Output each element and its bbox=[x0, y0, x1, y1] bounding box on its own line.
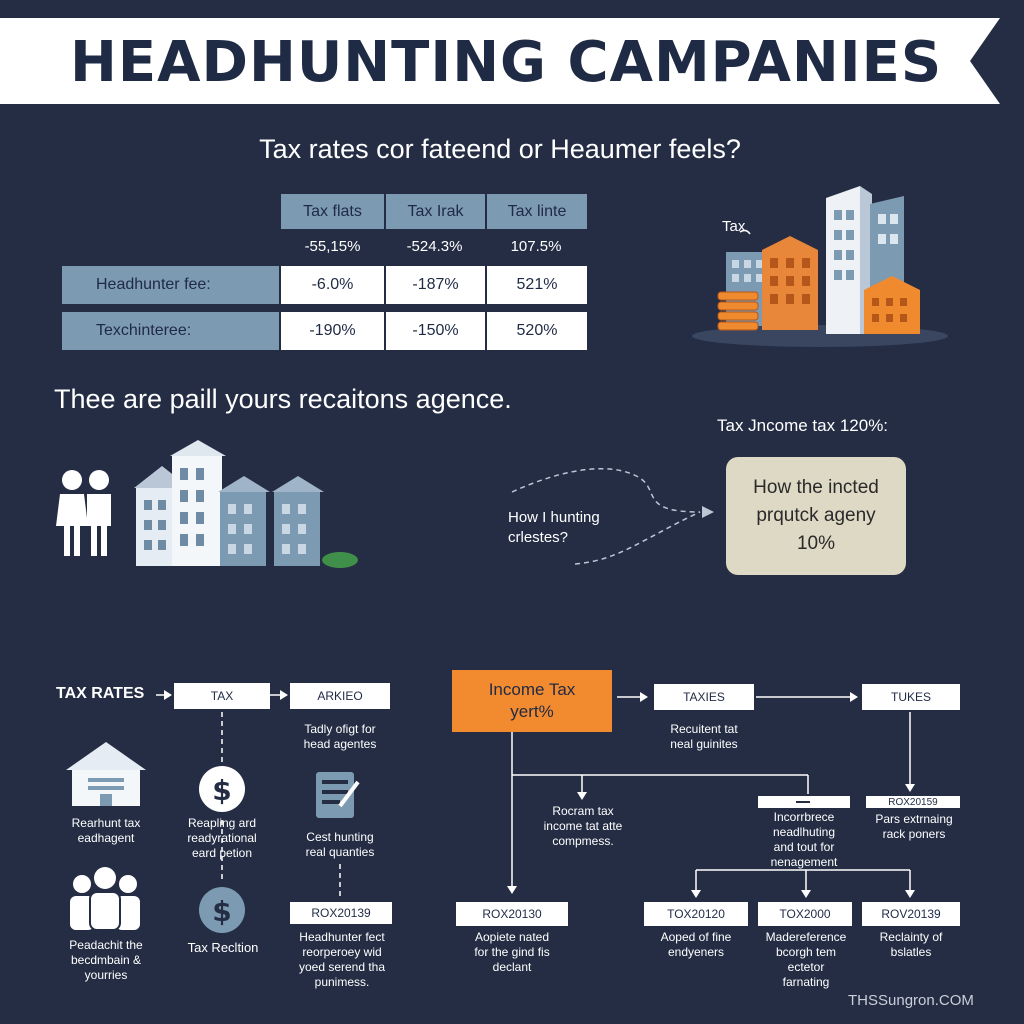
table-top-value-1: -55,15% bbox=[304, 237, 361, 255]
caption-line: Peadachit the bbox=[69, 938, 143, 952]
caption-line: for the gind fis bbox=[474, 945, 550, 959]
income-tax-note: Tax Jncome tax 120%: bbox=[717, 416, 889, 435]
hunting-question-line: crlestes? bbox=[508, 529, 569, 546]
box-tax: TAX bbox=[174, 683, 270, 709]
caption-line: Incorrbrece bbox=[773, 810, 835, 824]
income-tax-line: yert% bbox=[510, 702, 554, 721]
caption-clipboard: Cest hunting real quanties bbox=[282, 830, 398, 860]
box-tox-2: TOX2000 bbox=[758, 902, 852, 926]
callout-line: How the incted bbox=[753, 477, 879, 498]
caption-line: reorperoey wid bbox=[302, 945, 382, 959]
caption-line: head agentes bbox=[303, 737, 377, 751]
hunting-question: How I hunting crlestes? bbox=[508, 508, 638, 548]
caption-line: Rearhunt tax bbox=[71, 816, 141, 830]
caption-line: rack poners bbox=[882, 827, 946, 841]
table-row-label-texchinteree: Texchinteree: bbox=[62, 312, 279, 350]
caption-line: Cest hunting bbox=[306, 830, 374, 844]
subtitle: Tax rates cor fateend or Heaumer feels? bbox=[259, 134, 741, 164]
box-arkieo: ARKIEO bbox=[290, 683, 390, 709]
tax-reaction-label: Tax Recltion bbox=[187, 940, 259, 955]
caption-line: compmess. bbox=[552, 834, 614, 848]
caption-line: becdmbain & bbox=[70, 953, 142, 967]
caption-line: Reclainty of bbox=[879, 930, 943, 944]
caption-tox-1: Aoped of fine endyeners bbox=[640, 930, 752, 960]
table-cell: -190% bbox=[281, 312, 384, 350]
box-rox-small: ROX20159 bbox=[866, 796, 960, 808]
table-cell: 520% bbox=[487, 312, 587, 350]
caption-line: and tout for bbox=[773, 840, 835, 854]
caption-line: real quanties bbox=[305, 845, 375, 859]
city-label: Tax bbox=[722, 218, 746, 235]
caption-line: bcorgh tem bbox=[775, 945, 837, 959]
box-tukes: TUKES bbox=[862, 684, 960, 710]
caption-line: eadhagent bbox=[77, 831, 135, 845]
caption-line: neadlhuting bbox=[772, 825, 836, 839]
caption-line: eard petion bbox=[191, 846, 253, 860]
caption-line: yourries bbox=[84, 968, 128, 982]
caption-rox-mid: Aopiete nated for the gind fis declant bbox=[452, 930, 572, 975]
caption-line: bslatles bbox=[890, 945, 932, 959]
caption-line: ectetor bbox=[787, 960, 825, 974]
caption-rocram: Rocram tax income tat atte compmess. bbox=[526, 804, 640, 849]
callout-line: prqutck ageny bbox=[756, 505, 876, 526]
caption-management: Incorrbrece neadlhuting and tout for nen… bbox=[746, 810, 862, 870]
caption-line: endyeners bbox=[667, 945, 725, 959]
callout-line: 10% bbox=[796, 533, 836, 554]
table-top-value-3: 107.5% bbox=[510, 237, 562, 255]
table-cell: 521% bbox=[487, 266, 587, 304]
caption-rox-left: Headhunter fect reorperoey wid yoed sere… bbox=[280, 930, 404, 990]
caption-line: Headhunter fect bbox=[299, 930, 385, 944]
page-title: HEADHUNTING CAMPANIES bbox=[70, 30, 943, 95]
table-header-1: Tax flats bbox=[281, 194, 384, 229]
box-taxies: TAXIES bbox=[654, 684, 754, 710]
box-rov: ROV20139 bbox=[862, 902, 960, 926]
caption-line: Reapling ard bbox=[187, 816, 257, 830]
table-row-label-headhunter: Headhunter fee: bbox=[62, 266, 279, 304]
table-cell: -150% bbox=[386, 312, 485, 350]
caption-rox-small: Pars extrnaing rack poners bbox=[862, 812, 966, 842]
svg-text:$: $ bbox=[212, 895, 231, 928]
title-banner bbox=[0, 18, 1000, 104]
table-top-value-2: -524.3% bbox=[406, 237, 463, 255]
income-tax-box: Income Tax yert% bbox=[452, 670, 612, 732]
caption-line: Rocram tax bbox=[552, 804, 614, 818]
caption-line: readyrational bbox=[187, 831, 257, 845]
caption-dollar: Reapling ard readyrational eard petion bbox=[166, 816, 278, 861]
caption-people: Peadachit the becdmbain & yourries bbox=[46, 938, 166, 983]
caption-line: Aoped of fine bbox=[660, 930, 732, 944]
table-header-2: Tax Irak bbox=[384, 194, 485, 229]
caption-tox-2: Madereference bcorgh tem ectetor farnati… bbox=[754, 930, 858, 990]
caption-line: nenagement bbox=[770, 855, 838, 869]
box-rox-mid: ROX20130 bbox=[456, 902, 568, 926]
box-rox-left: ROX20139 bbox=[290, 902, 392, 924]
hunting-question-line: How I hunting bbox=[508, 509, 600, 526]
table-header-3: Tax linte bbox=[485, 194, 587, 229]
table-cell: -187% bbox=[386, 266, 485, 304]
caption-line: neal guinites bbox=[670, 737, 738, 751]
caption-line: income tat atte bbox=[543, 819, 623, 833]
caption-taxies: Recuitent tat neal guinites bbox=[640, 722, 768, 752]
caption-line: farnating bbox=[782, 975, 830, 989]
caption-arkieo: Tadly ofigt for head agentes bbox=[280, 722, 400, 752]
caption-line: Tadly ofigt for bbox=[304, 722, 376, 736]
tax-rates-label: TAX RATES bbox=[56, 685, 145, 702]
caption-line: declant bbox=[492, 960, 532, 974]
table-cell: -6.0% bbox=[281, 266, 384, 304]
caption-line: punimess. bbox=[314, 975, 370, 989]
caption-house: Rearhunt tax eadhagent bbox=[50, 816, 162, 846]
caption-rov: Reclainty of bslatles bbox=[858, 930, 964, 960]
caption-line: Aopiete nated bbox=[474, 930, 550, 944]
section-title: Thee are paill yours recaitons agence. bbox=[54, 384, 512, 414]
income-tax-line: Income Tax bbox=[488, 680, 576, 699]
box-tox-1: TOX20120 bbox=[644, 902, 748, 926]
footer-watermark: THSSungron.COM bbox=[848, 992, 974, 1009]
caption-line: Pars extrnaing bbox=[875, 812, 953, 826]
caption-line: yoed serend tha bbox=[298, 960, 386, 974]
svg-text:$: $ bbox=[212, 774, 231, 807]
caption-line: Recuitent tat bbox=[670, 722, 738, 736]
agency-callout: How the incted prqutck ageny 10% bbox=[726, 457, 906, 575]
caption-line: Madereference bbox=[765, 930, 847, 944]
